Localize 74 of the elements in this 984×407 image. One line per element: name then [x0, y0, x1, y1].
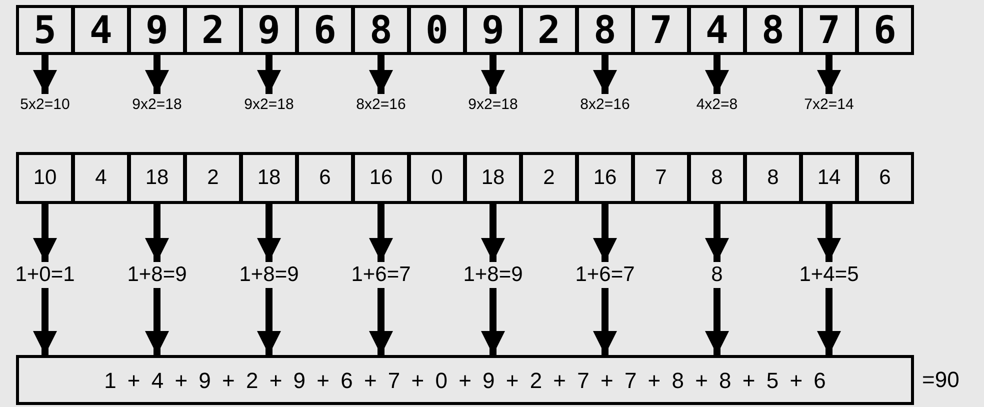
- digit-sum-text: 1+6=7: [560, 262, 650, 288]
- down-arrow: [817, 204, 841, 262]
- number-cell: 14: [800, 152, 858, 204]
- digit-cell: 9: [464, 5, 522, 55]
- number-cell: 16: [576, 152, 634, 204]
- digit-cell: 0: [408, 5, 466, 55]
- calculation-text: 9x2=18: [448, 94, 538, 116]
- number-cell: 4: [72, 152, 130, 204]
- digit-cell: 7: [800, 5, 858, 55]
- digit-cell: 2: [520, 5, 578, 55]
- number-cell: 0: [408, 152, 466, 204]
- down-arrow: [369, 288, 393, 355]
- down-arrow: [33, 204, 57, 262]
- down-arrow: [481, 204, 505, 262]
- digit-cell: 8: [576, 5, 634, 55]
- digit-cell: 2: [184, 5, 242, 55]
- digit-sum-text: 8: [672, 262, 762, 288]
- digit-cell: 5: [16, 5, 74, 55]
- result-text: =90: [922, 369, 960, 391]
- down-arrow: [33, 55, 57, 94]
- number-cell: 16: [352, 152, 410, 204]
- down-arrow: [257, 55, 281, 94]
- digit-sum-text: 1+0=1: [0, 262, 90, 288]
- digit-cell: 9: [240, 5, 298, 55]
- down-arrow: [33, 288, 57, 355]
- number-cell: 2: [520, 152, 578, 204]
- digit-sum-text: 1+4=5: [784, 262, 874, 288]
- digit-sum-text: 1+6=7: [336, 262, 426, 288]
- calculation-text: 4x2=8: [672, 94, 762, 116]
- down-arrow: [257, 288, 281, 355]
- down-arrow: [705, 288, 729, 355]
- down-arrow: [705, 55, 729, 94]
- calculation-text: 8x2=16: [336, 94, 426, 116]
- digit-cell: 4: [688, 5, 746, 55]
- number-cell: 18: [128, 152, 186, 204]
- number-cell: 18: [464, 152, 522, 204]
- calculation-text: 9x2=18: [224, 94, 314, 116]
- number-cell: 7: [632, 152, 690, 204]
- number-cell: 8: [744, 152, 802, 204]
- digit-cell: 6: [296, 5, 354, 55]
- down-arrow: [593, 204, 617, 262]
- down-arrow: [817, 55, 841, 94]
- down-arrow: [593, 288, 617, 355]
- digit-sum-text: 1+8=9: [112, 262, 202, 288]
- digit-cell: 9: [128, 5, 186, 55]
- digit-cell: 4: [72, 5, 130, 55]
- calculation-text: 9x2=18: [112, 94, 202, 116]
- number-cell: 10: [16, 152, 74, 204]
- down-arrow: [145, 55, 169, 94]
- number-cell: 8: [688, 152, 746, 204]
- number-cell: 6: [856, 152, 914, 204]
- down-arrow: [817, 288, 841, 355]
- digit-cell: 7: [632, 5, 690, 55]
- number-cell: 18: [240, 152, 298, 204]
- number-cell: 6: [296, 152, 354, 204]
- number-cell: 2: [184, 152, 242, 204]
- down-arrow: [369, 204, 393, 262]
- down-arrow: [481, 288, 505, 355]
- down-arrow: [145, 288, 169, 355]
- down-arrow: [145, 204, 169, 262]
- sum-box: 1 + 4 + 9 + 2 + 9 + 6 + 7 + 0 + 9 + 2 + 7 + 7 + 8 + 8 + 5 + 6: [16, 355, 914, 405]
- calculation-text: 7x2=14: [784, 94, 874, 116]
- down-arrow: [481, 55, 505, 94]
- digit-sum-text: 1+8=9: [448, 262, 538, 288]
- digit-cell: 6: [856, 5, 914, 55]
- down-arrow: [257, 204, 281, 262]
- down-arrow: [369, 55, 393, 94]
- digit-cell: 8: [352, 5, 410, 55]
- down-arrow: [593, 55, 617, 94]
- down-arrow: [705, 204, 729, 262]
- calculation-text: 5x2=10: [0, 94, 90, 116]
- digit-cell: 8: [744, 5, 802, 55]
- calculation-text: 8x2=16: [560, 94, 650, 116]
- digit-sum-text: 1+8=9: [224, 262, 314, 288]
